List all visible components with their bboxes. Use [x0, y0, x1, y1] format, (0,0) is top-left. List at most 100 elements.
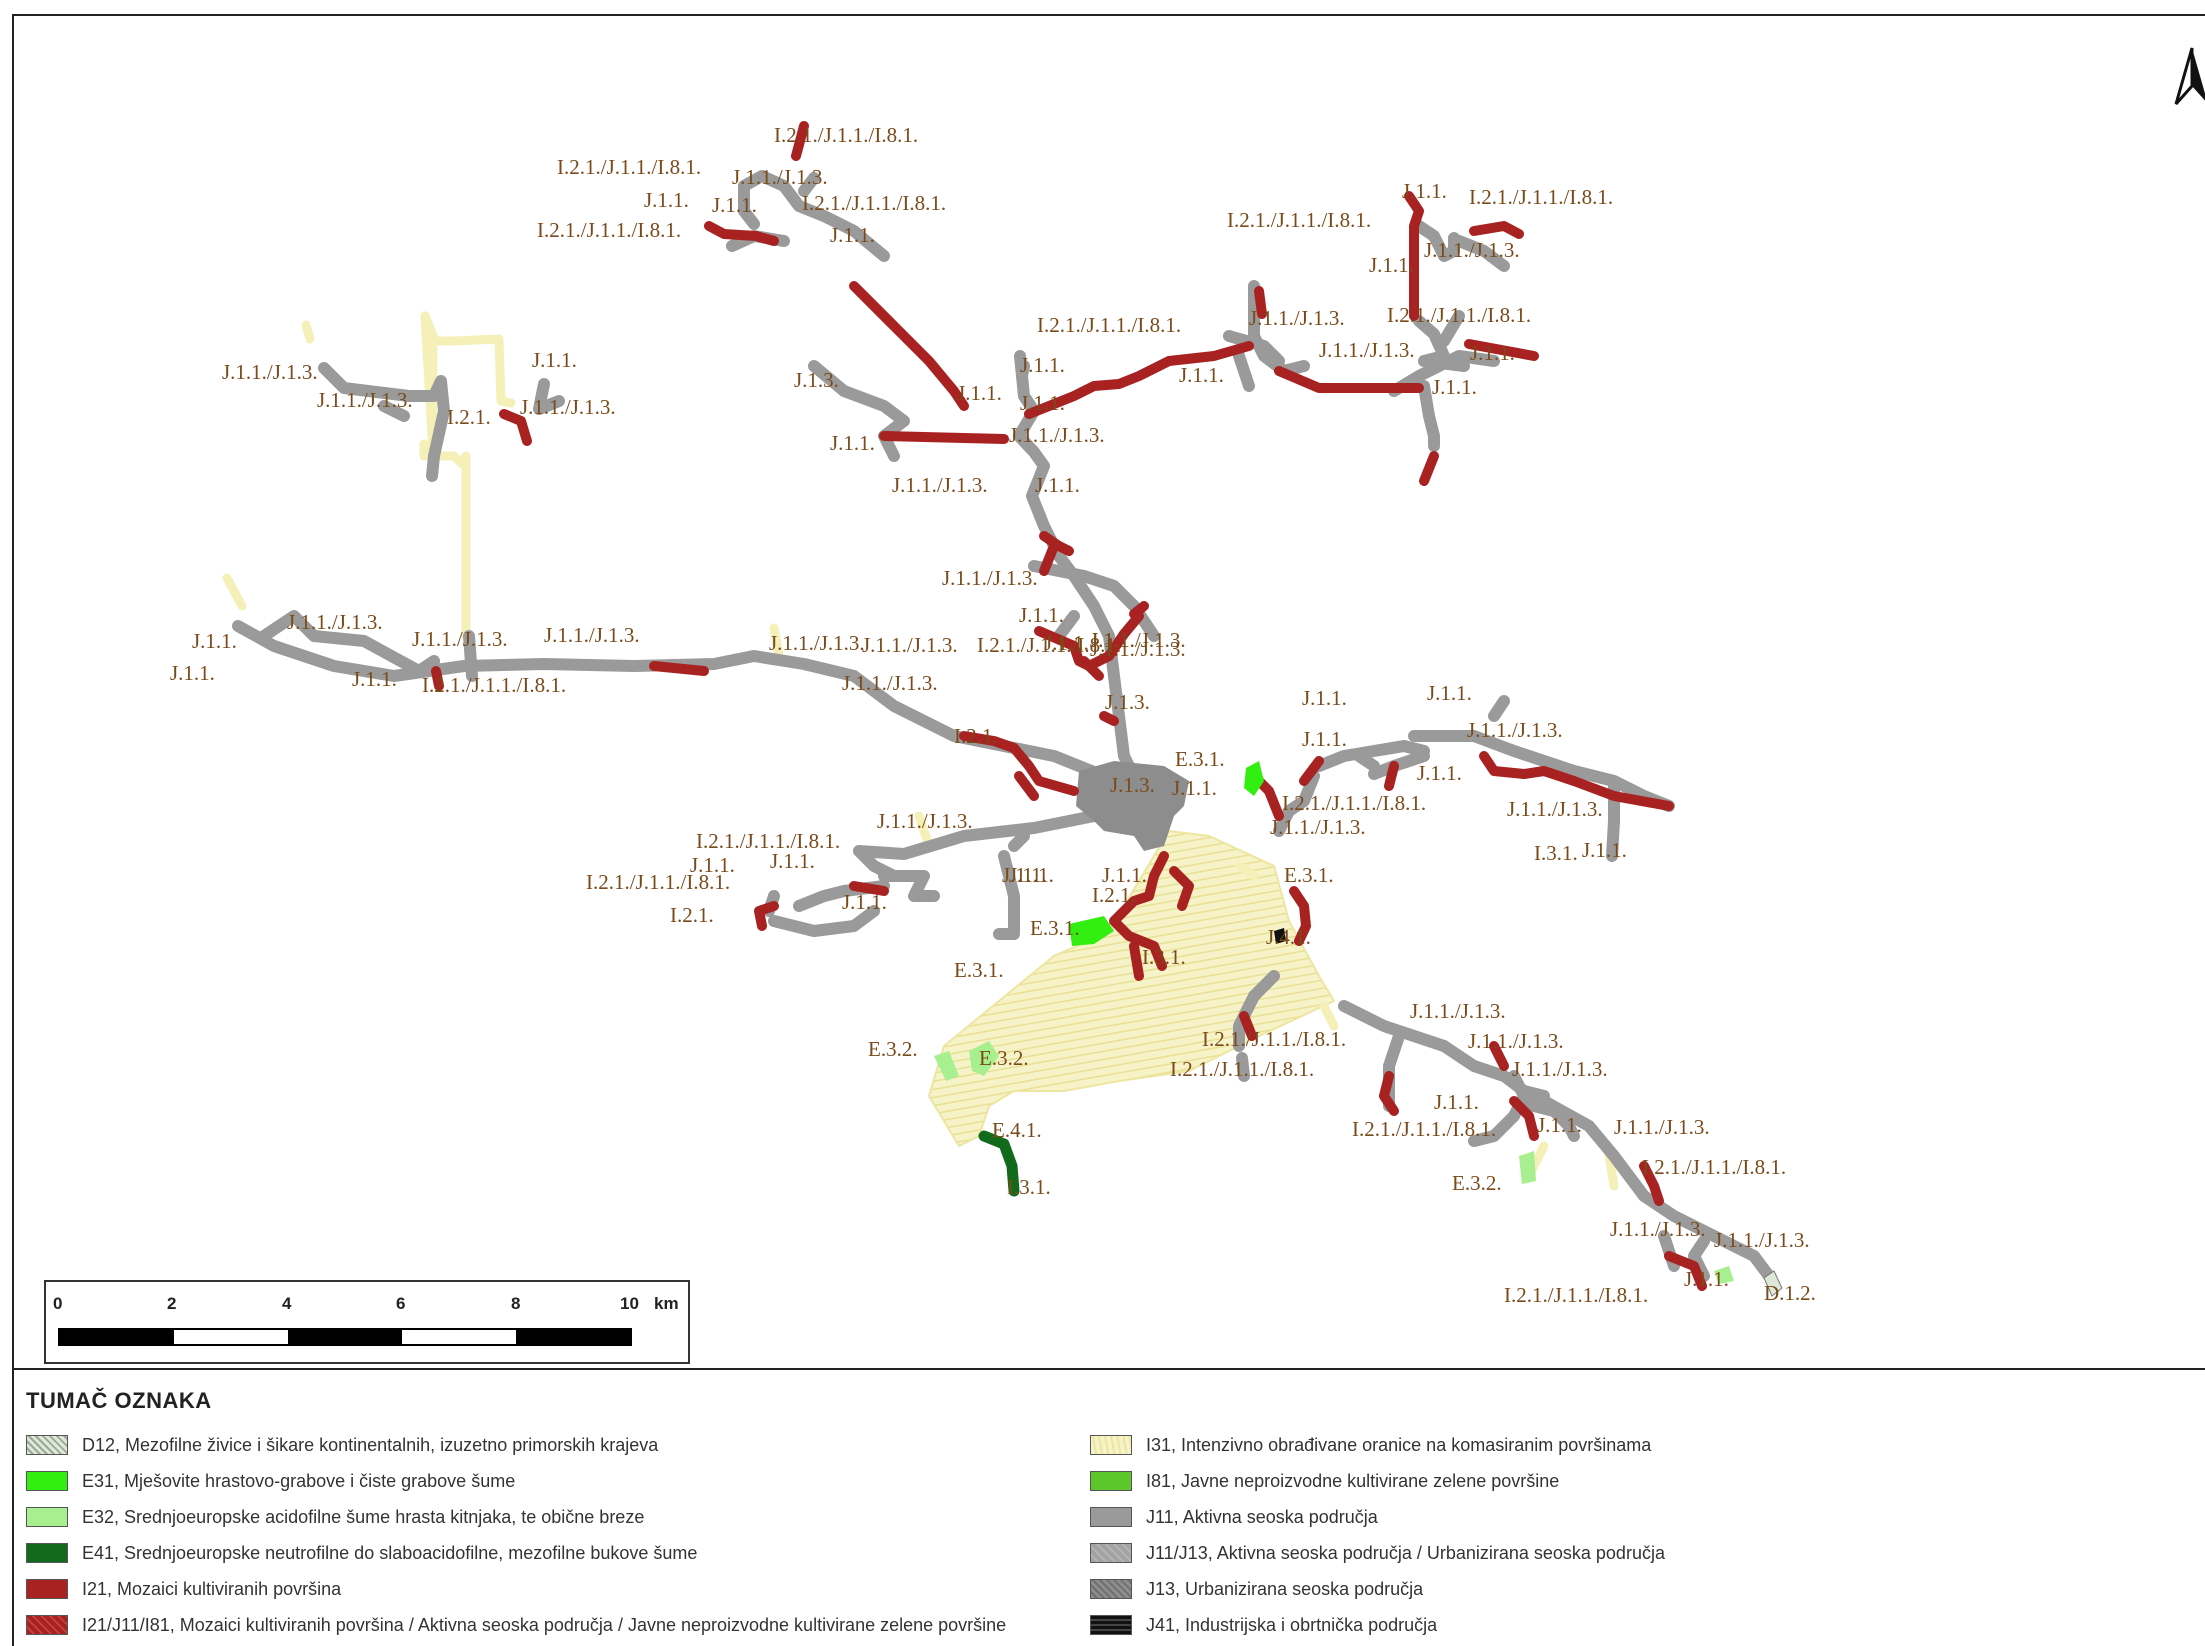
map-label: E.4.1. [992, 1118, 1042, 1142]
map-label: I.2.1./J.1.1./I.8.1. [1387, 303, 1531, 327]
map-label: J.1.3. [1105, 690, 1150, 714]
forest-e31-patch-1 [1244, 761, 1264, 796]
map-label: J.1.1. [1427, 681, 1472, 705]
forest-e41-patch [978, 1130, 1020, 1197]
map-label: J.1.1./J.1.3. [1090, 628, 1186, 652]
legend-swatch-e41 [26, 1543, 68, 1563]
legend-label-j11-j13: J11/J13, Aktivna seoska područja / Urban… [1146, 1542, 1665, 1563]
legend-item-j11: J11, Aktivna seoska područja [1090, 1504, 1378, 1530]
map-label: I.2.1./J.1.1./I.8.1. [977, 633, 1121, 657]
map-label: E.3.2. [979, 1046, 1029, 1070]
legend-swatch-i31 [1090, 1435, 1132, 1455]
map-label: J.1.1./J.1.3. [412, 627, 508, 651]
map-label: I.2.1./J.1.1./I.8.1. [1469, 185, 1613, 209]
legend-swatch-j41 [1090, 1615, 1132, 1635]
map-label: I.3.1. [1007, 1175, 1051, 1199]
map-label: J.1.1./J.1.3. [862, 633, 958, 657]
map-label: J.1.1./J.1.3. [544, 623, 640, 647]
legend-swatch-j11-j13 [1090, 1543, 1132, 1563]
map-label: I.2.1. [1092, 883, 1136, 907]
legend-title: TUMAČ OZNAKA [26, 1388, 212, 1413]
map-label: J.1.3. [794, 368, 839, 392]
map-label: J.1.1./J.1.3. [1410, 999, 1506, 1023]
map-label: I.2.1. [447, 405, 491, 429]
legend-swatch-e31 [26, 1471, 68, 1491]
map-label: J.1.1./J.1.3. [1090, 637, 1186, 661]
map-label: J.1.1. [170, 661, 215, 685]
map-label: J.1.1. [1582, 838, 1627, 862]
map-labels: I.2.1./J.1.1./I.8.1. I.2.1./J.1.1./I.8.1.… [170, 123, 1816, 1307]
urban-area [1076, 761, 1189, 851]
map-label: I.2.1./J.1.1./I.8.1. [1504, 1283, 1648, 1307]
map-label: J.1.1. [1369, 253, 1414, 277]
cropland-area [927, 829, 1336, 1148]
map-label: I.2.1./J.1.1./I.8.1. [586, 870, 730, 894]
map-label: J.1.1. [1009, 863, 1054, 887]
map-label: I.2.1./J.1.1./I.8.1. [1037, 313, 1181, 337]
map-label: J.1.1. [644, 188, 689, 212]
scale-tick-6: 6 [396, 1294, 406, 1313]
map-label: J.1.3. [1110, 773, 1155, 797]
map-label: J.1.1. [1179, 363, 1224, 387]
map-label: J.1.1./J.1.3. [520, 395, 616, 419]
hedge-d12-patch [1763, 1270, 1783, 1297]
map-label: E.3.2. [868, 1037, 918, 1061]
map-label: J.1.1./J.1.3. [317, 388, 413, 412]
map-label: J.1.1./J.1.3. [1467, 718, 1563, 742]
map-label: J.1.1. [532, 348, 577, 372]
legend-label-e31: E31, Mješovite hrastovo-grabove i čiste … [82, 1470, 516, 1491]
map-label: I.2.1./J.1.1./I.8.1. [537, 218, 681, 242]
map-label: J.1.1./J.1.3. [942, 566, 1038, 590]
scale-unit: km [654, 1294, 679, 1313]
map-label: J.1.1. [1102, 863, 1147, 887]
map-label: E.3.1. [954, 958, 1004, 982]
map-label: J.1.1. [1090, 628, 1135, 652]
map-label: J.1.1./J.1.3. [222, 360, 318, 384]
legend-item-i31: I31, Intenzivno obrađivane oranice na ko… [1090, 1432, 1651, 1458]
industrial-j41-patch [1274, 928, 1286, 944]
map-label: E.3.1. [1030, 916, 1080, 940]
map-label: J.1.1. [1019, 603, 1064, 627]
legend-item-j11-j13: J11/J13, Aktivna seoska područja / Urban… [1090, 1540, 1665, 1566]
legend-label-e41: E41, Srednjoeuropske neutrofilne do slab… [82, 1542, 698, 1563]
legend-label-j41: J41, Industrijska i obrtnička područja [1146, 1614, 1438, 1635]
map-label: J.1.1./J.1.3. [1249, 306, 1345, 330]
map-label: J.1.1. [1172, 776, 1217, 800]
forest-e32-patch-3 [1519, 1151, 1536, 1184]
map-label: J.1.1./J.1.3. [892, 473, 988, 497]
map-label: J.1.1. [830, 431, 875, 455]
legend-label-i31: I31, Intenzivno obrađivane oranice na ko… [1146, 1434, 1652, 1455]
legend-swatch-e32 [26, 1507, 68, 1527]
map-label: I.2.1./J.1.1./I.8.1. [1642, 1155, 1786, 1179]
scale-tick-8: 8 [511, 1294, 521, 1313]
map-label: J.1.1. [1402, 179, 1447, 203]
legend-label-i21: I21, Mozaici kultiviranih površina [82, 1578, 342, 1599]
map-label: I.2.1./J.1.1./I.8.1. [1202, 1027, 1346, 1051]
legend-label-j13: J13, Urbanizirana seoska područja [1146, 1578, 1424, 1599]
map-label: I.2.1./J.1.1./I.8.1. [1170, 1057, 1314, 1081]
map-label: J.1.1. [1002, 863, 1047, 887]
legend-item-i21: I21, Mozaici kultiviranih površina [26, 1576, 341, 1602]
map-label: J.1.1./J.1.3. [1270, 815, 1366, 839]
scale-tick-10: 10 [620, 1294, 639, 1313]
legend-swatch-i21 [26, 1579, 68, 1599]
map-label: J.1.1. [1537, 1113, 1582, 1137]
legend-label-d12: D12, Mezofilne živice i šikare kontinent… [82, 1434, 659, 1455]
legend-item-e41: E41, Srednjoeuropske neutrofilne do slab… [26, 1540, 697, 1566]
map-label: J.1.1. [1470, 341, 1515, 365]
map-label: I.3.1. [1534, 841, 1578, 865]
map-label: J.1.1. [192, 629, 237, 653]
legend-panel: TUMAČ OZNAKA D12, Mezofilne živice i šik… [12, 1370, 2205, 1646]
map-label: J.1.1./J.1.3. [1507, 797, 1603, 821]
legend-swatch-j13 [1090, 1579, 1132, 1599]
map-label: J.1.1. [352, 667, 397, 691]
habitat-map: I.2.1./J.1.1./I.8.1. I.2.1./J.1.1./I.8.1.… [170, 121, 1816, 1307]
map-label: I.3.1. [1142, 945, 1186, 969]
map-label: J.1.1./J.1.3. [1424, 238, 1520, 262]
map-label: J.1.1./J.1.3. [877, 809, 973, 833]
map-label: J.1.1./J.1.3. [1009, 423, 1105, 447]
map-label: E.3.1. [1284, 863, 1334, 887]
map-label: J.1.1. [1020, 391, 1065, 415]
scale-tick-4: 4 [282, 1294, 292, 1313]
map-label: I.2.1./J.1.1./I.8.1. [774, 123, 918, 147]
